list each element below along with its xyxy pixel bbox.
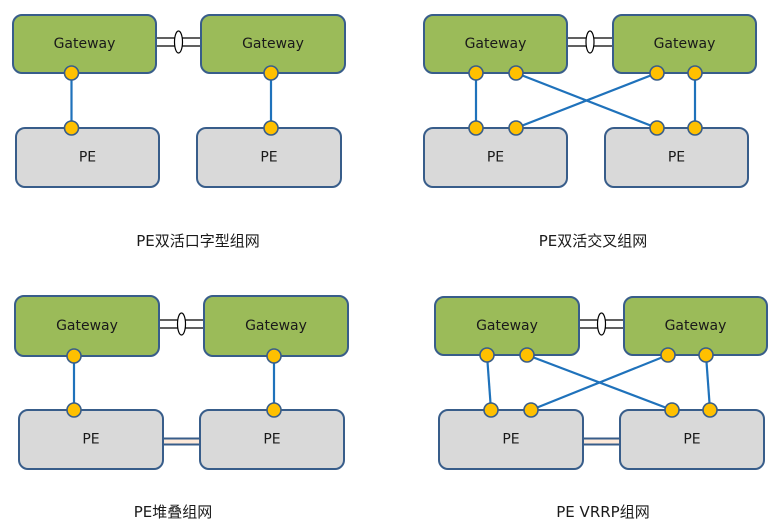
port-icon: [660, 347, 676, 363]
gateway-node-label: Gateway: [245, 318, 307, 334]
gateway-node[interactable]: Gateway: [203, 295, 349, 357]
port-icon: [468, 65, 484, 81]
gateway-node[interactable]: Gateway: [612, 14, 757, 74]
port-icon: [687, 120, 703, 136]
gateway-trunk-link: [156, 30, 201, 54]
port-icon: [519, 347, 535, 363]
gateway-node-label: Gateway: [56, 318, 118, 334]
pe-node-box: [15, 127, 160, 188]
gateway-pe-link: [485, 354, 493, 411]
gateway-trunk-link: [579, 312, 624, 336]
eth-trunk-oval-icon: [585, 30, 595, 54]
gateway-node[interactable]: Gateway: [623, 296, 768, 356]
pe-node-label: PE: [260, 150, 277, 166]
port-icon: [63, 65, 80, 81]
port-icon: [702, 402, 718, 418]
port-icon: [468, 120, 484, 136]
pe-node-label: PE: [487, 150, 504, 166]
gateway-node[interactable]: Gateway: [423, 14, 568, 74]
diagram-caption: PE双活口字型组网: [136, 232, 260, 250]
pe-node-box: [423, 127, 568, 188]
eth-trunk-oval-icon: [173, 30, 184, 54]
diagram-caption: PE堆叠组网: [134, 503, 213, 521]
pe-node-label: PE: [683, 432, 700, 448]
port-icon: [63, 120, 80, 136]
gateway-node[interactable]: Gateway: [200, 14, 346, 74]
port-icon: [698, 347, 714, 363]
gateway-node-box: [623, 296, 768, 356]
gateway-node-label: Gateway: [654, 36, 716, 52]
port-icon: [649, 120, 665, 136]
pe-node[interactable]: PE: [199, 409, 345, 470]
port-icon: [523, 402, 539, 418]
gateway-pe-link: [704, 354, 712, 411]
gateway-node-label: Gateway: [54, 36, 116, 52]
pe-node[interactable]: PE: [604, 127, 749, 188]
pe-stack-link: [163, 437, 200, 446]
gateway-pe-link: [530, 353, 669, 412]
port-icon: [479, 347, 495, 363]
pe-node[interactable]: PE: [423, 127, 568, 188]
pe-node-label: PE: [502, 432, 519, 448]
gateway-node[interactable]: Gateway: [14, 295, 160, 357]
diagram-caption: PE双活交叉组网: [539, 232, 648, 250]
gateway-node-box: [14, 295, 160, 357]
port-icon: [263, 65, 279, 81]
gateway-trunk-link: [567, 30, 613, 54]
gateway-node-box: [434, 296, 580, 356]
pe-node[interactable]: PE: [196, 127, 342, 188]
pe-node-label: PE: [82, 432, 99, 448]
port-icon: [483, 402, 499, 418]
gateway-pe-link: [515, 71, 658, 130]
pe-stack-link: [583, 437, 620, 446]
gateway-trunk-link: [159, 312, 204, 336]
gateway-node-label: Gateway: [665, 318, 727, 334]
port-icon: [664, 402, 680, 418]
gateway-node-label: Gateway: [242, 36, 304, 52]
pe-node[interactable]: PE: [18, 409, 164, 470]
port-icon: [649, 65, 665, 81]
pe-node-label: PE: [79, 150, 96, 166]
port-icon: [266, 402, 282, 418]
port-icon: [266, 348, 282, 364]
pe-node-box: [18, 409, 164, 470]
gateway-node-label: Gateway: [465, 36, 527, 52]
stack-link-fill: [163, 438, 200, 445]
gateway-node-box: [423, 14, 568, 74]
port-icon: [263, 120, 279, 136]
eth-trunk-oval-icon: [596, 312, 607, 336]
pe-node-box: [604, 127, 749, 188]
pe-node-box: [619, 409, 765, 470]
pe-node-label: PE: [263, 432, 280, 448]
eth-trunk-oval-icon: [176, 312, 187, 336]
pe-node[interactable]: PE: [15, 127, 160, 188]
pe-node-label: PE: [668, 150, 685, 166]
diagram-caption: PE VRRP组网: [556, 503, 649, 521]
pe-node-box: [438, 409, 584, 470]
gateway-node-box: [612, 14, 757, 74]
gateway-node-box: [12, 14, 157, 74]
gateway-node[interactable]: Gateway: [12, 14, 157, 74]
gateway-node-label: Gateway: [476, 318, 538, 334]
port-icon: [687, 65, 703, 81]
pe-node[interactable]: PE: [438, 409, 584, 470]
port-icon: [66, 348, 82, 364]
port-icon: [508, 65, 524, 81]
gateway-node[interactable]: Gateway: [434, 296, 580, 356]
port-icon: [508, 120, 524, 136]
stack-link-fill: [583, 438, 620, 445]
pe-node[interactable]: PE: [619, 409, 765, 470]
port-icon: [66, 402, 82, 418]
